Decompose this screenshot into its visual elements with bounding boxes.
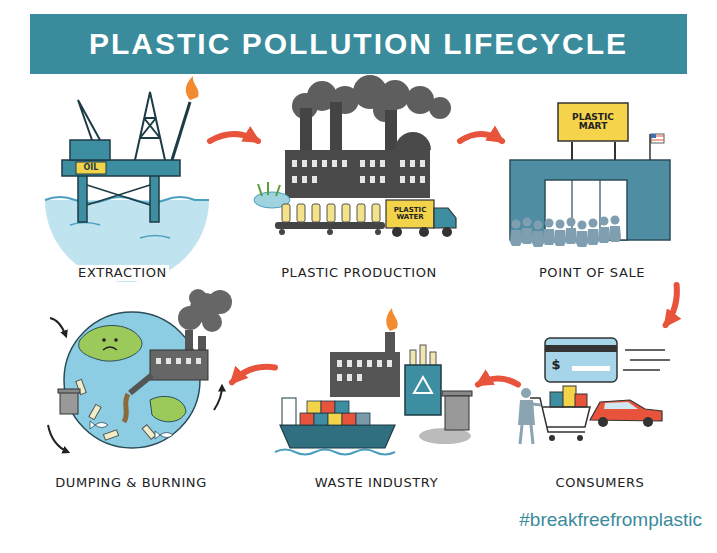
flow-arrow	[210, 134, 258, 141]
diagram-title: PLASTIC POLLUTION LIFECYCLE	[89, 27, 628, 61]
stage-caption: EXTRACTION	[76, 265, 169, 281]
stage-node: WASTE INDUSTRY	[275, 325, 478, 495]
factory-drawing	[254, 75, 456, 237]
stage-node: PLASTIC PRODUCTION	[258, 85, 460, 285]
shopping-drawing	[518, 338, 670, 444]
illustration-label: PLASTIC WATER	[387, 201, 433, 227]
flow-arrow	[478, 379, 518, 385]
stage-caption: POINT OF SALE	[537, 265, 647, 281]
hashtag: #breakfreefromplastic	[470, 506, 702, 534]
illustration-label: $	[548, 356, 564, 374]
oil-rig-drawing	[45, 76, 209, 282]
stage-node: CONSUMERS	[518, 325, 682, 495]
illustration-label: PLASTIC MART	[559, 104, 627, 140]
store-drawing	[510, 103, 670, 247]
waste-drawing	[275, 308, 472, 455]
stage-caption: DUMPING & BURNING	[53, 475, 209, 491]
flow-arrow	[460, 134, 502, 141]
polluted-earth-drawing	[48, 289, 232, 452]
flow-arrow	[232, 367, 275, 383]
illustration-label: OIL	[76, 162, 106, 174]
stage-caption: WASTE INDUSTRY	[313, 475, 440, 491]
stage-node: DUMPING & BURNING	[30, 290, 232, 495]
title-band: PLASTIC POLLUTION LIFECYCLE	[30, 14, 687, 74]
flow-arrow	[666, 285, 677, 325]
stage-caption: PLASTIC PRODUCTION	[279, 265, 439, 281]
stage-caption: CONSUMERS	[554, 475, 647, 491]
stage-node: EXTRACTION	[35, 85, 210, 285]
